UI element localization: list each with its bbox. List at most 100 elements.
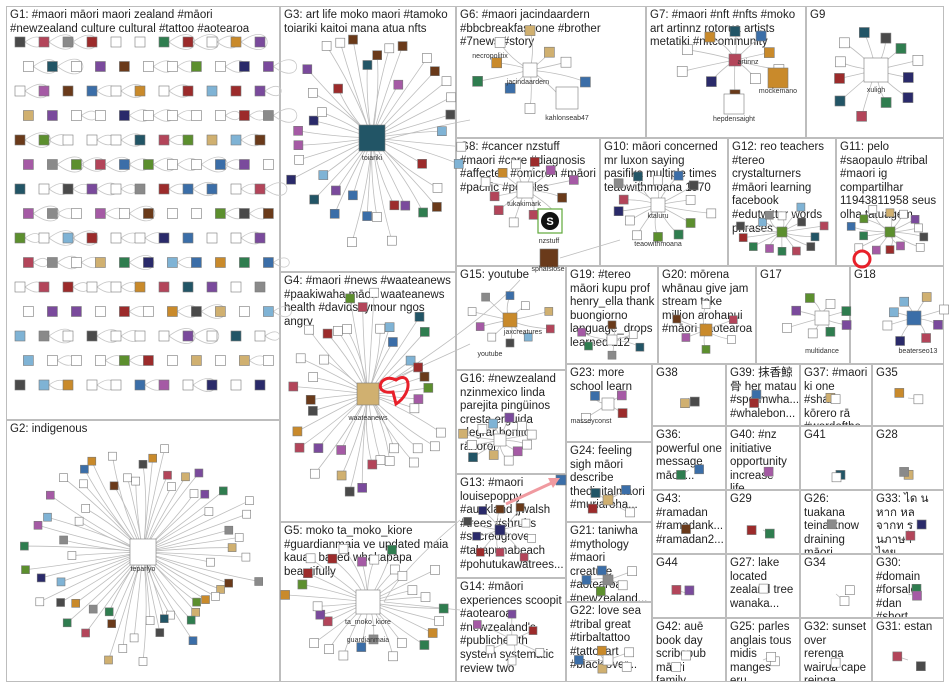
g21-node-524[interactable] — [597, 566, 606, 575]
g1-node-22[interactable] — [15, 86, 25, 96]
g10-node-395[interactable] — [632, 231, 641, 240]
g8-node-388[interactable] — [569, 175, 578, 184]
g3-node-251[interactable] — [308, 88, 317, 97]
g4-node-280[interactable] — [345, 487, 354, 496]
g1-node-29[interactable] — [183, 86, 193, 96]
g1-node-157[interactable] — [87, 380, 97, 390]
g1-node-152[interactable] — [239, 356, 249, 366]
g1-node-65[interactable] — [263, 160, 273, 170]
g1-node-47[interactable] — [87, 135, 97, 145]
g21-node-523[interactable] — [582, 576, 591, 585]
g13-node-493[interactable] — [520, 553, 528, 561]
g2-node-210[interactable] — [132, 477, 140, 485]
g10-hub-node-405[interactable] — [651, 198, 665, 212]
g3-node-244[interactable] — [319, 171, 328, 180]
g3-node-232[interactable] — [432, 202, 441, 211]
small-node-565[interactable] — [831, 658, 840, 667]
g1-node-158[interactable] — [111, 380, 121, 390]
g3-node-252[interactable] — [303, 65, 312, 74]
g7-node-352[interactable] — [750, 74, 760, 84]
g5-hub-node-338[interactable] — [356, 590, 380, 614]
g1-node-12[interactable] — [47, 62, 57, 72]
g1-node-117[interactable] — [183, 282, 193, 292]
g4-node-300[interactable] — [376, 324, 385, 333]
g1-node-46[interactable] — [63, 135, 73, 145]
g1-node-56[interactable] — [47, 160, 57, 170]
g22-node-529[interactable] — [574, 656, 583, 665]
g20-node-459[interactable] — [729, 316, 737, 324]
g1-node-159[interactable] — [135, 380, 145, 390]
g4-node-287[interactable] — [308, 406, 317, 415]
g2-node-180[interactable] — [139, 658, 147, 666]
g1-node-150[interactable] — [191, 356, 201, 366]
g1-node-5[interactable] — [135, 37, 145, 47]
g24-node-517[interactable] — [588, 504, 597, 513]
g10-node-402[interactable] — [674, 171, 683, 180]
g1-node-99[interactable] — [23, 258, 33, 268]
g19-hub-node-453[interactable] — [607, 335, 617, 345]
g1-node-153[interactable] — [263, 356, 273, 366]
g12-node-419[interactable] — [820, 222, 828, 230]
g4-node-308[interactable] — [424, 383, 433, 392]
g23-node-514[interactable] — [617, 391, 626, 400]
g20-node-455[interactable] — [702, 345, 710, 353]
g17-node-468[interactable] — [842, 307, 851, 316]
g16-node-480[interactable] — [513, 447, 522, 456]
g9-node-369[interactable] — [835, 73, 845, 83]
g3-node-242[interactable] — [331, 186, 340, 195]
g3-node-255[interactable] — [336, 38, 345, 47]
g1-node-6[interactable] — [159, 37, 169, 47]
g22-node-527[interactable] — [622, 662, 631, 671]
g3-hub-node-268[interactable] — [359, 125, 385, 151]
g2-node-203[interactable] — [60, 474, 68, 482]
g18-node-472[interactable] — [896, 337, 905, 346]
g18-node-475[interactable] — [900, 297, 909, 306]
g2-hub-node-227[interactable] — [130, 539, 156, 565]
g21-node-525[interactable] — [628, 567, 637, 576]
g7-node-357[interactable] — [705, 32, 715, 42]
g1-node-3[interactable] — [87, 37, 97, 47]
small-node-542[interactable] — [677, 470, 686, 479]
g2-node-175[interactable] — [189, 637, 197, 645]
g1-node-20[interactable] — [239, 62, 249, 72]
g15-hub-node-446[interactable] — [503, 313, 517, 327]
g1-node-86[interactable] — [239, 209, 249, 219]
g1-node-93[interactable] — [135, 233, 145, 243]
g4-hub-node-309[interactable] — [357, 383, 379, 405]
g1-node-9[interactable] — [231, 37, 241, 47]
g5-node-314[interactable] — [397, 638, 406, 647]
g2-node-181[interactable] — [130, 634, 138, 642]
g2-node-216[interactable] — [182, 473, 190, 481]
g2-node-186[interactable] — [82, 629, 90, 637]
g4-node-270[interactable] — [410, 404, 419, 413]
g6-node-350[interactable] — [556, 87, 578, 109]
small-node-564[interactable] — [767, 652, 776, 661]
g2-node-193[interactable] — [37, 574, 45, 582]
g9-node-372[interactable] — [859, 28, 869, 38]
g15-node-440[interactable] — [476, 323, 484, 331]
g5-node-331[interactable] — [370, 555, 379, 564]
g5-node-337[interactable] — [421, 593, 430, 602]
g1-node-16[interactable] — [143, 62, 153, 72]
g1-node-11[interactable] — [23, 62, 33, 72]
g3-node-248[interactable] — [294, 126, 303, 135]
g7-node-355[interactable] — [677, 66, 687, 76]
g4-node-297[interactable] — [346, 294, 355, 303]
g2-node-167[interactable] — [255, 578, 263, 586]
g2-node-190[interactable] — [57, 599, 65, 607]
g2-node-192[interactable] — [57, 578, 65, 586]
g3-node-243[interactable] — [310, 195, 319, 204]
g9-node-375[interactable] — [913, 55, 923, 65]
small-node-556[interactable] — [759, 584, 768, 593]
g5-node-330[interactable] — [358, 557, 367, 566]
g3-node-228[interactable] — [457, 142, 466, 151]
g1-node-148[interactable] — [143, 356, 153, 366]
g13-node-501[interactable] — [522, 519, 530, 527]
g3-node-260[interactable] — [398, 42, 407, 51]
g1-node-156[interactable] — [63, 380, 73, 390]
g1-node-132[interactable] — [15, 331, 25, 341]
g2-node-168[interactable] — [225, 579, 233, 587]
g1-node-8[interactable] — [207, 37, 217, 47]
g12-node-417[interactable] — [797, 203, 805, 211]
g24-node-516[interactable] — [626, 508, 635, 517]
